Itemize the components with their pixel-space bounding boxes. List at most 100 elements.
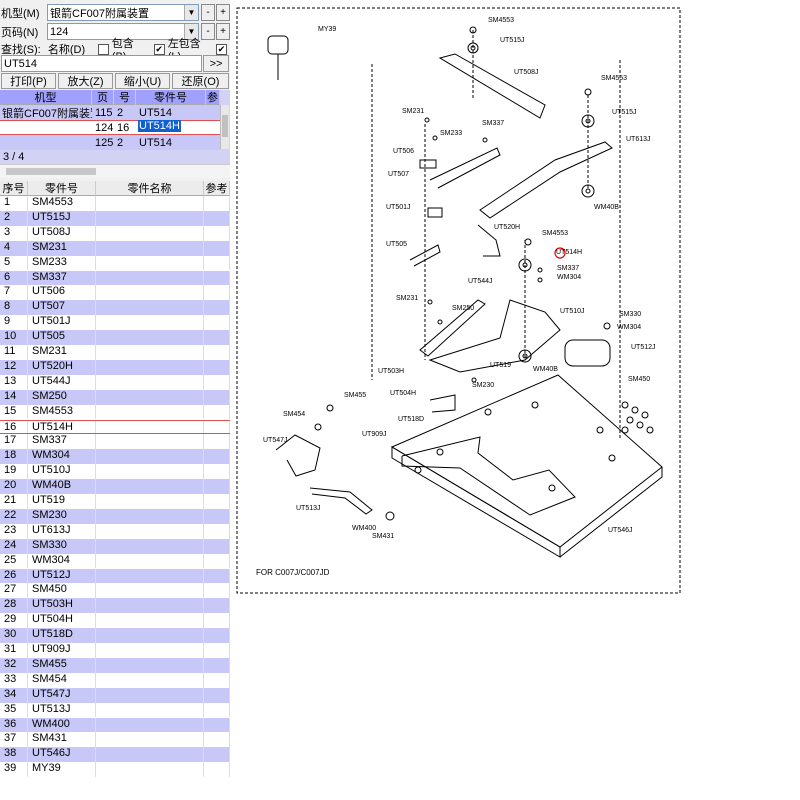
table-row[interactable]: 125 2 UT514 <box>0 135 220 150</box>
zoom-in-button[interactable]: 放大(Z) <box>58 73 113 89</box>
match-header-no[interactable]: 号 <box>114 90 136 105</box>
part-label[interactable]: WM40B <box>594 204 619 211</box>
part-label[interactable]: UT613J <box>626 136 651 143</box>
match-hscroll[interactable] <box>0 164 230 178</box>
match-scrollbar[interactable] <box>220 105 229 149</box>
part-label[interactable]: UT504H <box>390 390 416 397</box>
part-label[interactable]: WM304 <box>557 274 581 281</box>
page-next-button[interactable]: + <box>216 23 230 40</box>
chevron-down-icon[interactable]: ▼ <box>184 24 198 39</box>
part-label[interactable]: UT512J <box>631 344 656 351</box>
restore-button[interactable]: 还原(O) <box>172 73 229 89</box>
search-go-button[interactable]: >> <box>203 55 229 72</box>
part-label[interactable]: UT513J <box>296 505 321 512</box>
part-label[interactable]: UT546J <box>608 527 633 534</box>
part-label[interactable]: SM4553 <box>488 17 514 24</box>
left-contains-checkbox[interactable]: ✔ <box>153 43 165 55</box>
part-label[interactable]: UT515J <box>500 37 525 44</box>
extra-checkbox[interactable]: ✔ <box>216 43 228 55</box>
parts-header-ref[interactable]: 参考 <box>204 181 230 196</box>
hscroll-thumb[interactable] <box>6 168 96 175</box>
part-label[interactable]: UT909J <box>362 431 387 438</box>
part-label[interactable]: SM4553 <box>542 230 568 237</box>
parts-header-partno[interactable]: 零件号 <box>28 181 96 196</box>
part-label[interactable]: WM40B <box>533 366 558 373</box>
part-label[interactable]: SM337 <box>557 265 579 272</box>
match-header-model[interactable]: 机型 <box>0 90 92 105</box>
part-label[interactable]: UT501J <box>386 204 411 211</box>
model-select[interactable]: 银箭CF007附属装置 ▼ <box>47 4 199 21</box>
print-button[interactable]: 打印(P) <box>1 73 56 89</box>
scroll-thumb[interactable] <box>222 115 228 137</box>
part-label[interactable]: UT506 <box>393 148 414 155</box>
parts-header-partname[interactable]: 零件名称 <box>96 181 204 196</box>
contains-checkbox[interactable] <box>97 43 109 55</box>
search-input[interactable]: UT514 <box>1 55 202 72</box>
match-header-ref[interactable]: 参 <box>206 90 220 105</box>
part-label[interactable]: SM231 <box>402 108 424 115</box>
part-label[interactable]: UT514H <box>556 249 582 256</box>
parts-header-seq[interactable]: 序号 <box>0 181 28 196</box>
part-label[interactable]: SM330 <box>619 311 641 318</box>
match-header-part[interactable]: 零件号 <box>136 90 206 105</box>
part-label[interactable]: UT544J <box>468 278 493 285</box>
part-label[interactable]: UT503H <box>378 368 404 375</box>
part-label[interactable]: UT547J <box>263 437 288 444</box>
page-prev-button[interactable]: - <box>201 23 215 40</box>
part-label[interactable]: UT515J <box>612 109 637 116</box>
part-label[interactable]: SM454 <box>283 411 305 418</box>
part-label[interactable]: SM230 <box>472 382 494 389</box>
match-header-page[interactable]: 页 <box>92 90 114 105</box>
model-prev-button[interactable]: - <box>201 4 215 21</box>
chevron-down-icon[interactable]: ▼ <box>184 5 198 20</box>
zoom-out-button[interactable]: 缩小(U) <box>115 73 170 89</box>
part-label[interactable]: UT505 <box>386 241 407 248</box>
part-label[interactable]: SM431 <box>372 533 394 540</box>
part-label[interactable]: SM450 <box>628 376 650 383</box>
part-label[interactable]: WM400 <box>352 525 376 532</box>
part-label[interactable]: SM250 <box>452 305 474 312</box>
part-label[interactable]: UT520H <box>494 224 520 231</box>
part-label[interactable]: SM455 <box>344 392 366 399</box>
part-label[interactable]: UT518D <box>398 416 424 423</box>
part-label[interactable]: UT507 <box>388 171 409 178</box>
part-label[interactable]: WM304 <box>617 324 641 331</box>
part-label[interactable]: UT510J <box>560 308 585 315</box>
